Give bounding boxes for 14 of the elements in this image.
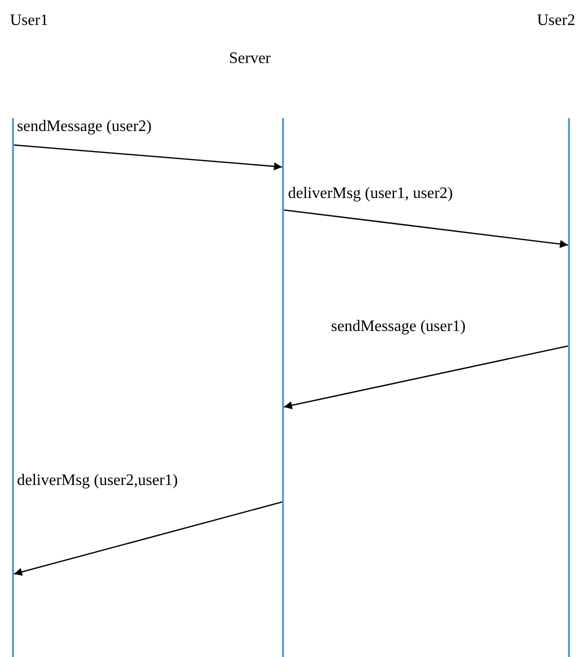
lifeline (568, 118, 570, 657)
edge-label: sendMessage (user1) (330, 318, 467, 336)
participant-label: User2 (537, 12, 576, 30)
participant-label: Server (229, 50, 271, 68)
participant-label: User1 (10, 12, 48, 30)
message-arrow (14, 501, 282, 576)
message-arrow (14, 144, 282, 170)
edge-label: deliverMsg (user2,user1) (16, 472, 179, 490)
lifeline (282, 118, 284, 657)
lifeline (12, 118, 14, 657)
message-arrow (284, 209, 568, 248)
edge-label: sendMessage (user2) (16, 118, 153, 136)
message-arrow (284, 345, 568, 410)
edge-label: deliverMsg (user1, user2) (287, 185, 454, 203)
